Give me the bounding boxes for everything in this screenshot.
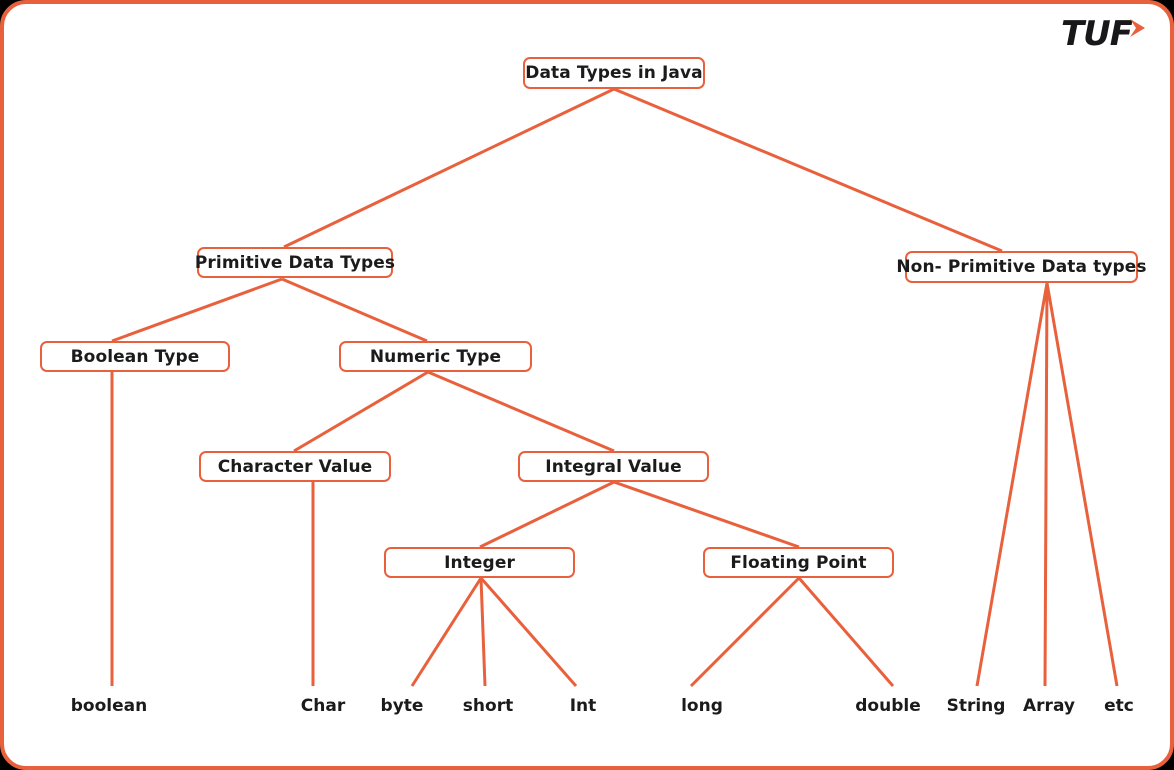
node-label: Non- Primitive Data types [896, 257, 1147, 277]
edge-numeric_t-to-charval [293, 370, 429, 453]
node-label: Boolean Type [70, 346, 200, 367]
node-label: Character Value [217, 456, 373, 477]
node-label: Integral Value [545, 456, 682, 477]
chevron-right-icon [1128, 17, 1148, 42]
leaf-leaf_short[interactable]: short [462, 696, 514, 716]
node-label: Integer [444, 552, 515, 573]
node-boolean_t[interactable]: Boolean Type [40, 341, 230, 372]
edge-integer-to-leaf_byte [410, 577, 483, 687]
leaf-leaf_boolean[interactable]: boolean [70, 696, 148, 716]
node-floatpoint[interactable]: Floating Point [703, 547, 894, 578]
edge-integer-to-leaf_short [479, 577, 487, 687]
edge-integralval-to-integer [479, 480, 615, 549]
edge-nonprim-to-leaf_etc [1045, 282, 1119, 687]
edge-primitive-to-numeric_t [281, 277, 428, 343]
leaf-leaf_double[interactable]: double [855, 696, 921, 716]
node-label: Primitive Data Types [194, 252, 396, 273]
tuf-logo: TUF [1061, 14, 1148, 54]
node-root[interactable]: Data Types in Java [523, 57, 705, 89]
edge-numeric_t-to-integralval [427, 370, 615, 453]
leaf-leaf_char[interactable]: Char [300, 696, 346, 716]
leaf-leaf_long[interactable]: long [681, 696, 723, 716]
leaf-leaf_int[interactable]: Int [569, 696, 597, 716]
edge-integer-to-leaf_int [479, 577, 578, 687]
edge-floatpoint-to-leaf_long [689, 576, 801, 688]
edge-nonprim-to-leaf_array [1043, 282, 1049, 687]
logo-wordmark: TUF [1060, 14, 1133, 54]
leaf-leaf_byte[interactable]: byte [380, 696, 424, 716]
node-numeric_t[interactable]: Numeric Type [339, 341, 532, 372]
node-label: Data Types in Java [525, 63, 703, 83]
edge-primitive-to-boolean_t [111, 277, 283, 343]
node-integralval[interactable]: Integral Value [518, 451, 709, 482]
leaf-leaf_etc[interactable]: etc [1104, 696, 1134, 716]
node-primitive[interactable]: Primitive Data Types [194, 247, 396, 278]
edge-root-to-nonprim [613, 87, 1003, 253]
node-nonprim[interactable]: Non- Primitive Data types [896, 251, 1147, 283]
edge-integralval-to-floatpoint [613, 480, 800, 549]
node-integer[interactable]: Integer [384, 547, 575, 578]
node-charval[interactable]: Character Value [199, 451, 391, 482]
edge-layer [110, 87, 1119, 688]
edge-floatpoint-to-leaf_double [797, 577, 895, 687]
leaf-leaf_string[interactable]: String [946, 696, 1006, 716]
leaf-leaf_array[interactable]: Array [1023, 696, 1075, 716]
edge-nonprim-to-leaf_string [975, 282, 1049, 687]
node-label: Numeric Type [369, 346, 502, 367]
edge-root-to-primitive [283, 87, 615, 249]
node-label: Floating Point [730, 552, 867, 573]
